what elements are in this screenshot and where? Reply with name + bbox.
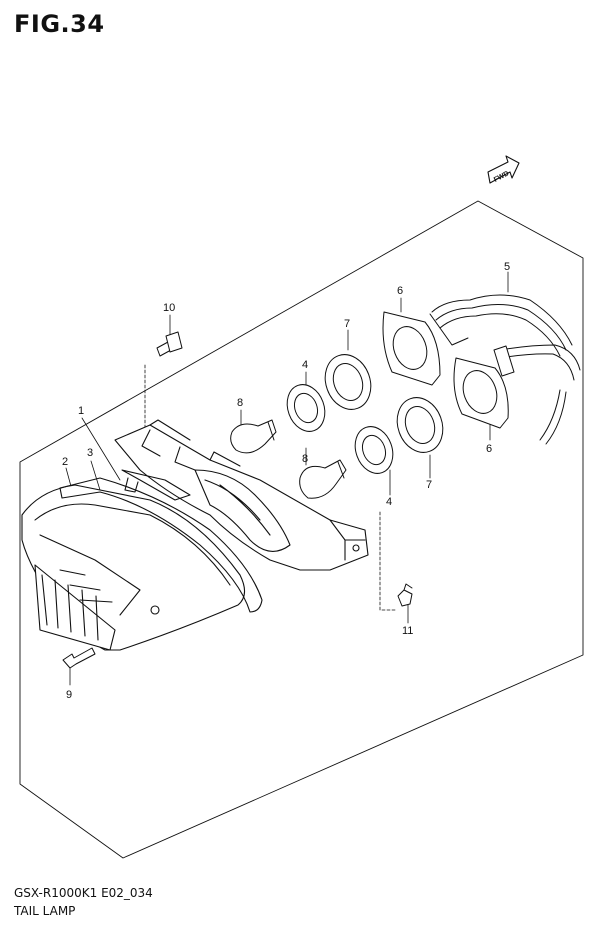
figure-title: FIG.34 bbox=[14, 10, 105, 38]
lens-housing bbox=[21, 484, 246, 651]
part-number-4: 4 bbox=[302, 359, 308, 371]
screw-10 bbox=[156, 331, 183, 357]
screw-11 bbox=[397, 583, 413, 607]
socket-gasket-lower bbox=[453, 357, 509, 429]
model-code: GSX-R1000K1 E02_034 bbox=[14, 886, 153, 900]
part-number-11: 11 bbox=[402, 625, 413, 637]
part-number-6: 6 bbox=[397, 285, 403, 297]
fwd-arrow-icon: FWD bbox=[487, 155, 520, 184]
part-number-6b: 6 bbox=[486, 443, 492, 455]
lamp-body bbox=[114, 419, 369, 571]
diagram-caption: TAIL LAMP bbox=[14, 904, 76, 918]
part-number-5: 5 bbox=[504, 261, 510, 273]
part-number-1: 1 bbox=[78, 405, 84, 417]
part-number-7b: 7 bbox=[426, 479, 432, 491]
part-number-10: 10 bbox=[163, 302, 175, 314]
part-number-9: 9 bbox=[66, 689, 72, 701]
part-number-7: 7 bbox=[344, 318, 350, 330]
socket-lower bbox=[354, 426, 394, 474]
bulb-upper bbox=[230, 419, 277, 454]
part-number-8: 8 bbox=[237, 397, 243, 409]
holder-ring-upper bbox=[324, 354, 372, 410]
socket-upper bbox=[286, 384, 326, 432]
seal-gasket bbox=[59, 477, 263, 613]
screw-9 bbox=[62, 647, 96, 669]
wiring-harness bbox=[429, 294, 581, 445]
part-number-2: 2 bbox=[62, 456, 68, 468]
part-number-3: 3 bbox=[87, 447, 93, 459]
socket-gasket-upper bbox=[382, 311, 441, 386]
part-number-8b: 8 bbox=[302, 453, 308, 465]
holder-ring-lower bbox=[396, 397, 444, 453]
assembly-frame bbox=[19, 200, 584, 859]
bulb-lower bbox=[299, 459, 347, 499]
part-number-4b: 4 bbox=[386, 496, 392, 508]
